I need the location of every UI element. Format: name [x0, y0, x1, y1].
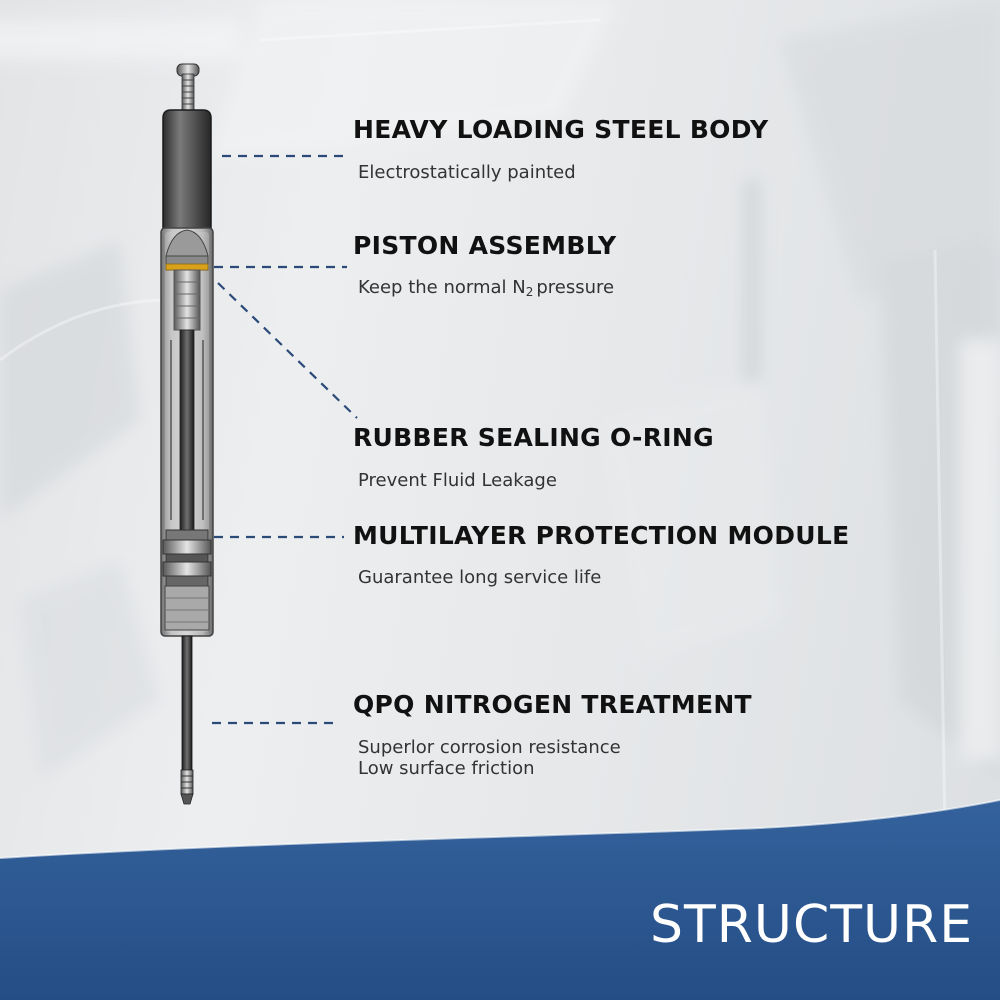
- internal-rod: [179, 329, 195, 531]
- protection-module: [162, 529, 212, 631]
- bottom-threaded-end: [180, 769, 194, 805]
- feature-desc-text: pressure: [536, 277, 615, 298]
- feature-title-o-ring: RUBBER SEALING O-RING: [353, 423, 714, 452]
- footer-band: [0, 800, 1000, 1000]
- feature-title-piston-assembly: PISTON ASSEMBLY: [353, 231, 617, 260]
- o-ring: [165, 263, 209, 271]
- steel-body: [162, 109, 212, 231]
- feature-desc-line: Electrostatically painted: [358, 162, 576, 183]
- top-threaded-stud: [176, 63, 200, 115]
- piston-head: [165, 229, 209, 331]
- feature-desc-o-ring: Prevent Fluid Leakage: [358, 470, 557, 491]
- feature-desc-line: Prevent Fluid Leakage: [358, 470, 557, 491]
- feature-title-protection-module: MULTILAYER PROTECTION MODULE: [353, 521, 850, 550]
- external-rod: [181, 635, 193, 787]
- leader-lines: [212, 154, 358, 725]
- feature-desc-line: Low surface friction: [358, 758, 535, 779]
- feature-desc-qpq-treatment: Superlor corrosion resistance Low surfac…: [358, 737, 621, 779]
- subscript-2: 2: [525, 285, 534, 299]
- feature-title-steel-body: HEAVY LOADING STEEL BODY: [353, 115, 769, 144]
- feature-desc-protection-module: Guarantee long service life: [358, 567, 601, 588]
- feature-desc-steel-body: Electrostatically painted: [358, 162, 576, 183]
- feature-title-qpq-treatment: QPQ NITROGEN TREATMENT: [353, 690, 752, 719]
- structure-heading: STRUCTURE: [650, 895, 974, 955]
- feature-desc-line: Guarantee long service life: [358, 567, 602, 588]
- feature-desc-text: Keep the normal N: [358, 277, 526, 298]
- feature-desc-line: Superlor corrosion resistance: [358, 737, 621, 758]
